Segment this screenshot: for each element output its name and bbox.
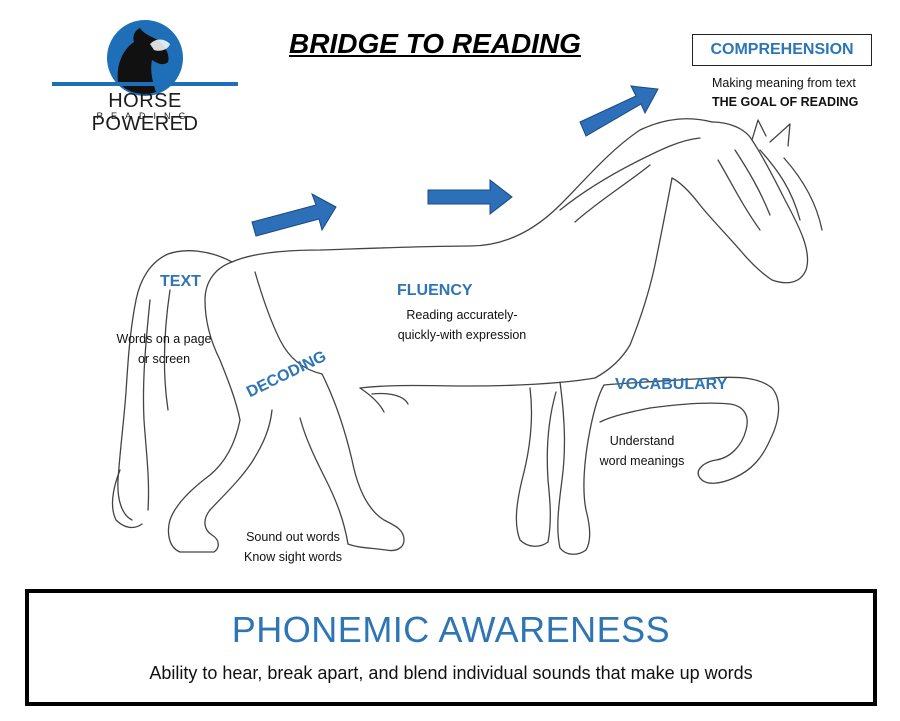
decoding-desc-line1: Sound out words xyxy=(246,530,340,544)
arrows xyxy=(251,85,659,237)
fluency-label: FLUENCY xyxy=(397,282,473,299)
decoding-desc-line2: Know sight words xyxy=(244,550,342,564)
text-desc-line1: Words on a page xyxy=(116,332,212,346)
comprehension-box: COMPREHENSION xyxy=(692,34,872,66)
phonemic-awareness-title: PHONEMIC AWARENESS xyxy=(231,609,671,650)
logo-subtitle: READING xyxy=(96,111,194,121)
vocabulary-desc-line2: word meanings xyxy=(599,454,685,468)
text-label: TEXT xyxy=(160,273,201,290)
vocabulary-desc-line1: Understand xyxy=(609,434,675,448)
right-arrow-icon xyxy=(427,178,513,216)
logo-name: HORSE POWERED xyxy=(91,90,199,135)
text-desc-line2: or screen xyxy=(137,352,191,366)
text-desc: Words on a page or screen xyxy=(100,329,228,369)
horse-outline xyxy=(111,118,823,555)
logo-graphic xyxy=(52,20,238,96)
fluency-desc-line2: quickly-with expression xyxy=(397,328,527,342)
fluency-desc-line1: Reading accurately- xyxy=(406,308,518,322)
comprehension-desc: Making meaning from text xyxy=(712,76,856,90)
right-arrow-icon xyxy=(251,192,337,237)
vocabulary-label: VOCABULARY xyxy=(615,376,728,393)
comprehension-label: COMPREHENSION xyxy=(710,41,854,58)
page-title: BRIDGE TO READING xyxy=(289,28,581,59)
vocabulary-desc: Understand word meanings xyxy=(590,431,694,471)
phonemic-awareness-desc: Ability to hear, break apart, and blend … xyxy=(149,663,753,683)
decoding-desc: Sound out words Know sight words xyxy=(230,527,356,567)
phonemic-awareness-box: PHONEMIC AWARENESS Ability to hear, brea… xyxy=(25,589,877,706)
logo-underline xyxy=(52,82,238,86)
right-arrow-icon xyxy=(579,85,659,137)
logo-rider-icon xyxy=(150,39,170,51)
fluency-desc: Reading accurately- quickly-with express… xyxy=(380,305,544,345)
comprehension-goal: THE GOAL OF READING xyxy=(712,95,859,109)
